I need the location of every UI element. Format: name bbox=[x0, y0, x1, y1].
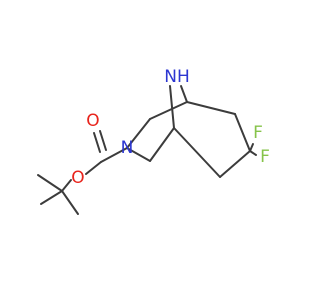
atom-nh: NH bbox=[164, 67, 190, 87]
bond-c7-f-lower bbox=[249, 150, 257, 156]
bond-c6-c5 bbox=[173, 127, 221, 178]
atom-o-carbonyl-label: O bbox=[86, 111, 99, 131]
bond-ctert-me1 bbox=[37, 174, 63, 192]
bond-c8-c7 bbox=[234, 113, 251, 152]
atom-n-ring-label: N bbox=[121, 138, 134, 158]
bond-o-c-tert bbox=[61, 179, 72, 192]
atom-f-upper-label: F bbox=[253, 123, 263, 143]
bonds bbox=[37, 85, 257, 215]
bond-c7-f-upper bbox=[249, 143, 254, 152]
bond-c-o-ester bbox=[85, 161, 102, 175]
bond-ctert-me3 bbox=[61, 190, 79, 215]
bond-c1-c8 bbox=[186, 101, 236, 115]
bond-c2-n3 bbox=[126, 118, 151, 149]
atom-n-ring: N bbox=[121, 138, 134, 158]
atom-labels: NH N O O F F bbox=[71, 67, 270, 188]
atom-o-carbonyl: O bbox=[86, 111, 99, 131]
bond-ctert-me2 bbox=[40, 190, 63, 205]
bond-c7-c6 bbox=[219, 150, 251, 178]
bond-c-o-double-b bbox=[99, 130, 107, 151]
atom-o-ester-label: O bbox=[71, 168, 84, 188]
atom-f-upper: F bbox=[253, 123, 263, 143]
bond-nh-c5 bbox=[169, 85, 175, 129]
bond-c4-c5 bbox=[149, 127, 175, 162]
atom-f-lower-label: F bbox=[260, 147, 270, 167]
bond-nh-c1 bbox=[180, 85, 188, 103]
atom-nh-label: NH bbox=[164, 67, 190, 87]
atom-o-ester: O bbox=[71, 168, 84, 188]
bond-n3-c4 bbox=[126, 147, 151, 162]
bond-c1-c2 bbox=[149, 101, 188, 120]
molecule-structure-diagram: NH N O O F F bbox=[37, 67, 270, 215]
atom-f-lower: F bbox=[260, 147, 270, 167]
bond-n3-c-carbonyl bbox=[100, 147, 128, 163]
bond-c-o-double-a bbox=[93, 132, 101, 153]
